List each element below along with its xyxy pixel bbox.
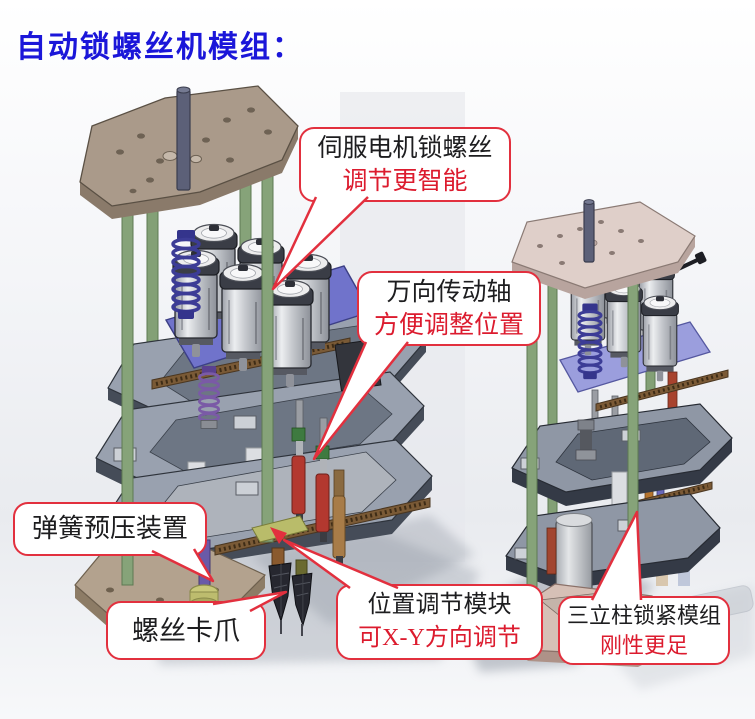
coupling (575, 419, 597, 461)
callout-position-adjust: 位置调节模块 可X-Y方向调节 (336, 584, 543, 660)
callout-position-adjust-title: 位置调节模块 (367, 592, 512, 618)
callout-spring-preload-title: 弹簧预压装置 (31, 514, 188, 543)
callout-spring-preload: 弹簧预压装置 (13, 502, 207, 556)
callout-servo-motor: 伺服电机锁螺丝 调节更智能 (299, 127, 511, 202)
callout-tri-pillar-title: 三立柱锁紧模组 (566, 602, 721, 628)
callout-screw-claw: 螺丝卡爪 (106, 601, 266, 660)
callout-servo-motor-note: 调节更智能 (342, 167, 468, 195)
callout-universal-shaft-note: 方便调整位置 (373, 311, 524, 339)
center-rod (176, 86, 191, 191)
callout-tri-pillar: 三立柱锁紧模组 刚性更足 (558, 596, 730, 665)
callout-screw-claw-title: 螺丝卡爪 (132, 615, 240, 646)
rod (546, 527, 557, 575)
callout-servo-motor-title: 伺服电机锁螺丝 (317, 134, 493, 162)
gearbox-block (334, 338, 382, 392)
callout-position-adjust-note: 可X-Y方向调节 (358, 625, 521, 651)
callout-universal-shaft-title: 万向传动轴 (386, 278, 512, 306)
page-title: 自动锁螺丝机模组： (16, 31, 304, 64)
top-plate (511, 201, 696, 299)
preload-spring-purple (197, 366, 221, 429)
center-rod (583, 199, 595, 263)
callout-universal-shaft: 万向传动轴 方便调整位置 (357, 271, 541, 346)
callout-tri-pillar-note: 刚性更足 (599, 632, 688, 658)
